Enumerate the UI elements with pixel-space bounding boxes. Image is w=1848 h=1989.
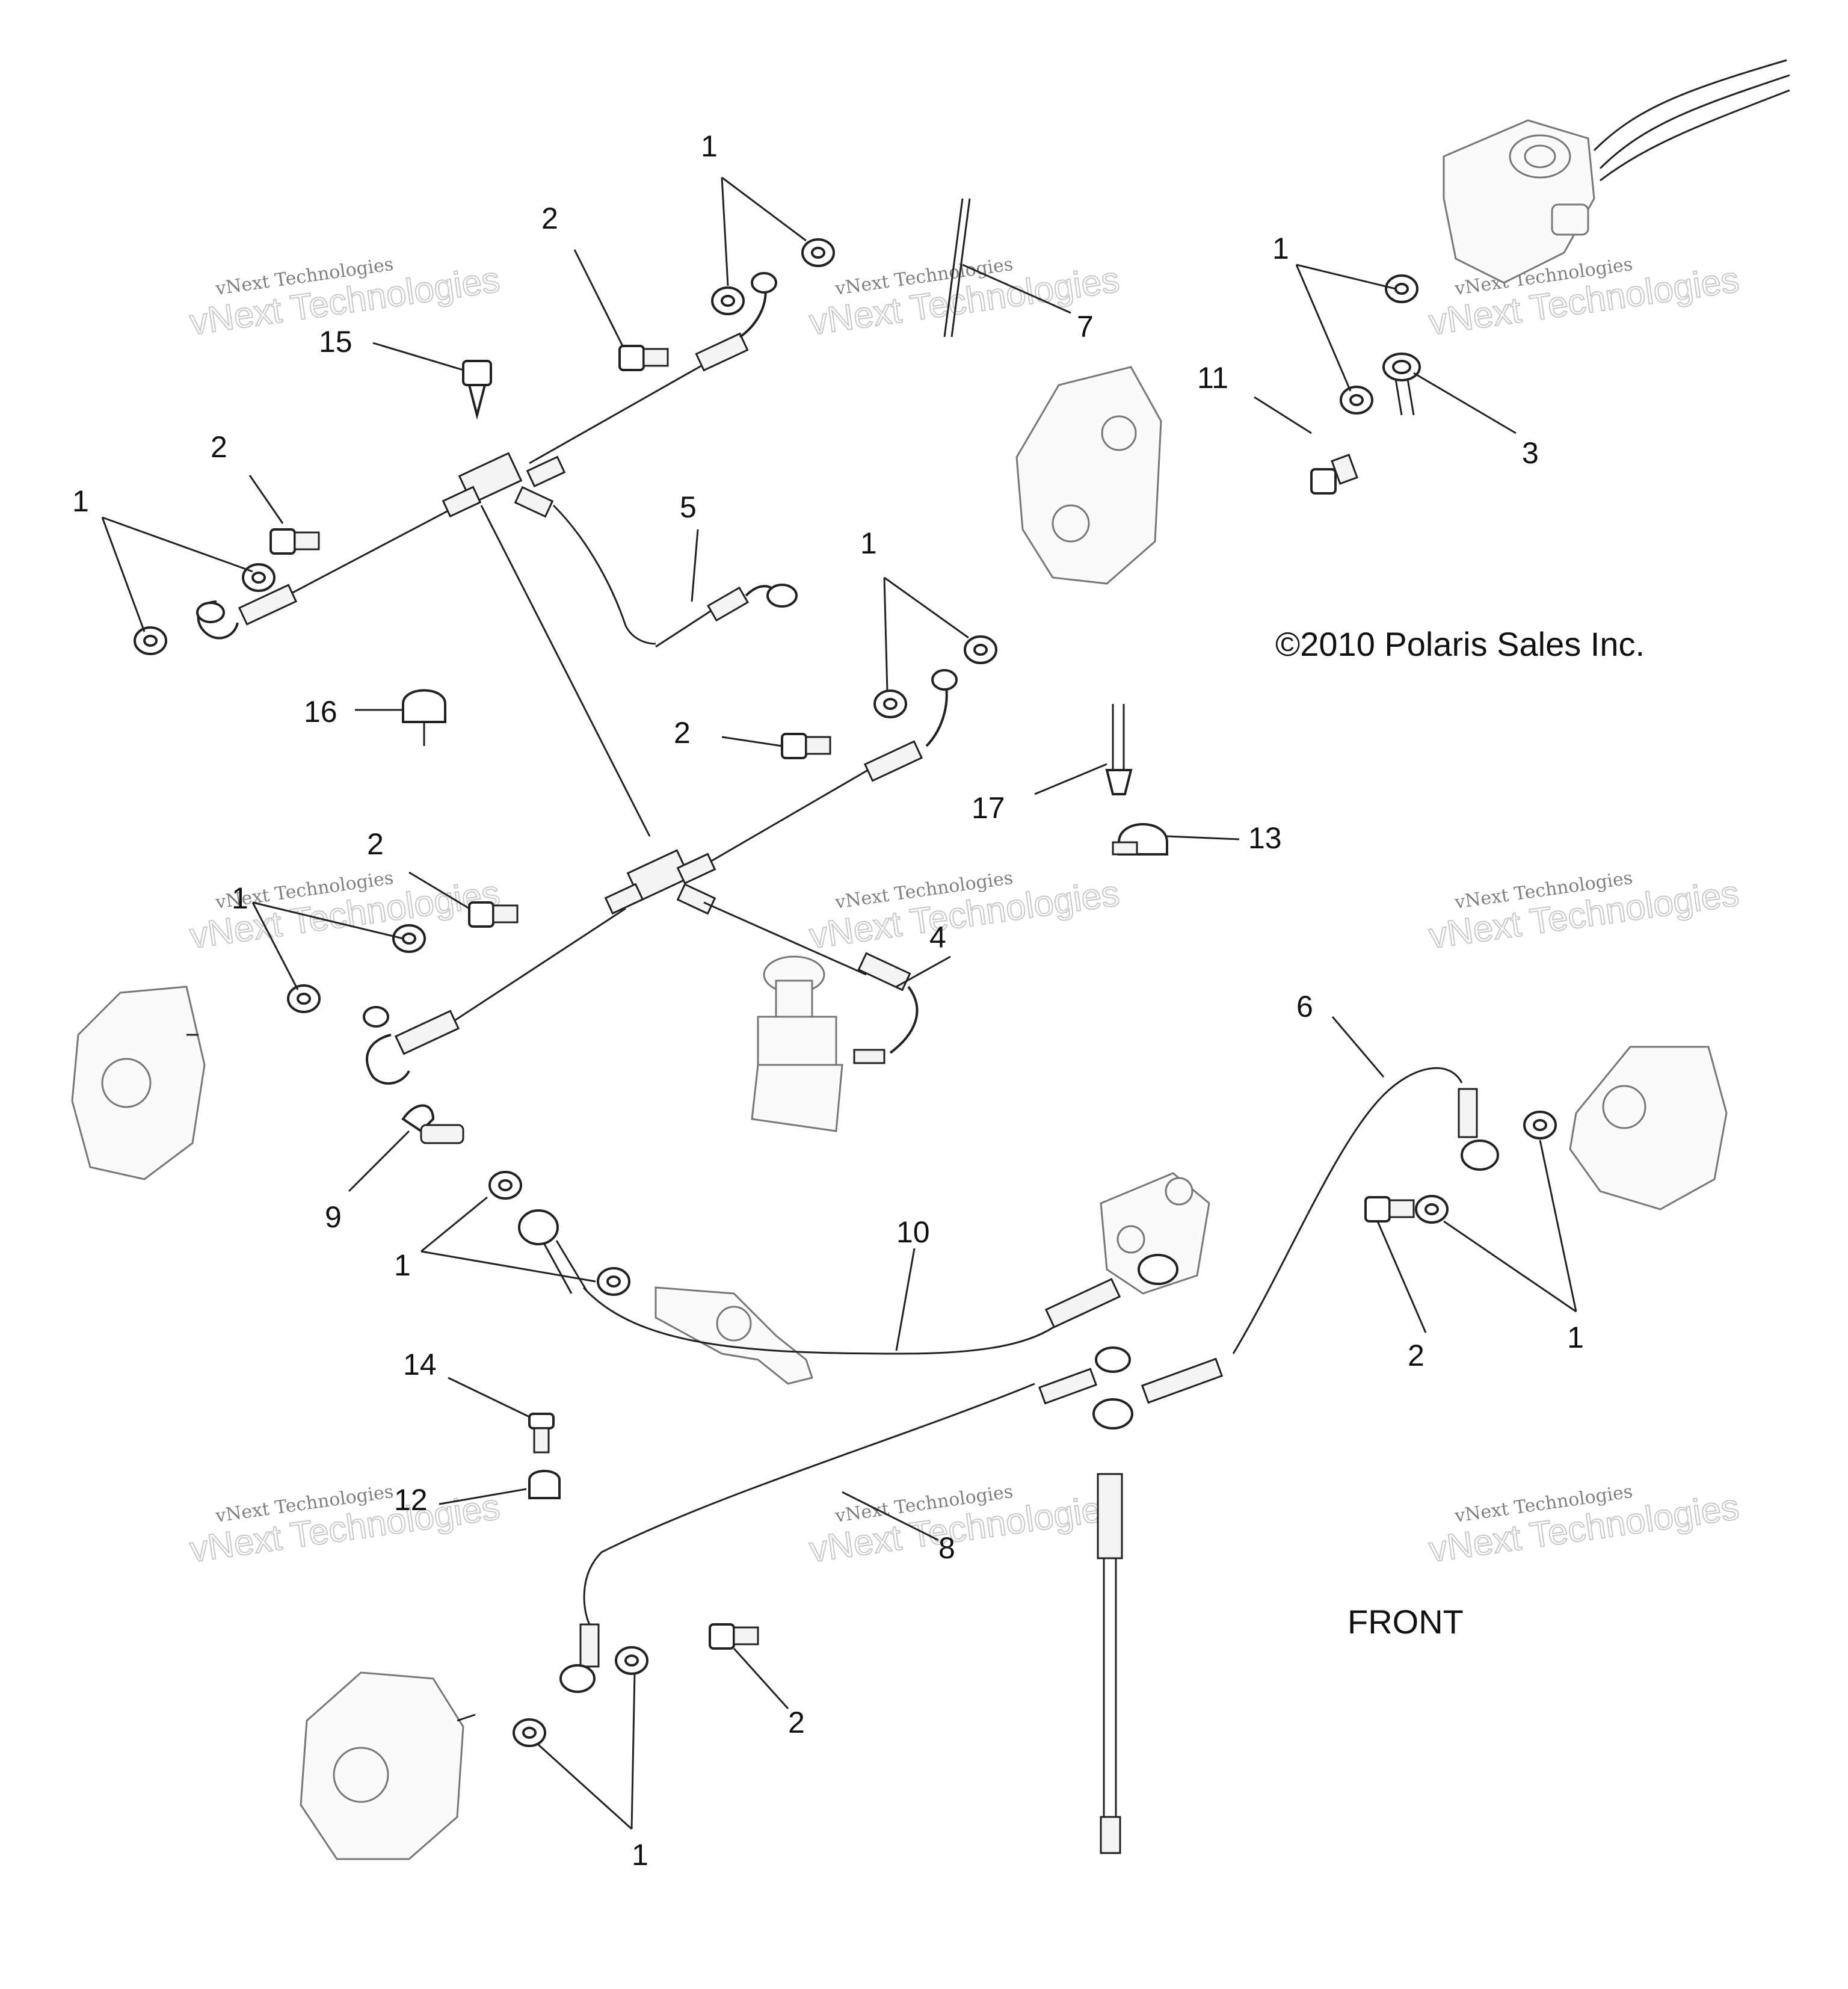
callout-9: 9 xyxy=(325,1200,342,1234)
brake-light-switch-line xyxy=(1097,1473,1123,1854)
rivet-part-14 xyxy=(528,1413,555,1454)
part-5-fitting xyxy=(655,584,798,648)
clamp-part-13 xyxy=(1112,823,1168,856)
callout-1: 1 xyxy=(1272,232,1289,265)
callout-2: 2 xyxy=(674,716,691,750)
callout-12: 12 xyxy=(394,1483,428,1517)
rear-master-cylinder-ghost xyxy=(654,1286,813,1385)
bolt xyxy=(468,901,519,928)
master-cylinder-ghost xyxy=(1443,59,1790,284)
callouts: 1 2 7 15 2 1 5 1 1 11 3 ©2010 Polaris Sa… xyxy=(72,129,1645,1872)
part-10-hose xyxy=(518,1209,1178,1355)
callout-10: 10 xyxy=(896,1215,930,1249)
caliper-ghost-right xyxy=(1569,1046,1728,1210)
bolt xyxy=(781,733,831,759)
copyright: ©2010 Polaris Sales Inc. xyxy=(1275,625,1645,663)
watermark: vNext Technologies vNext Technologies xyxy=(1426,1481,1742,1570)
bolt xyxy=(709,1623,759,1650)
caliper-ghost-top xyxy=(1015,366,1162,585)
bolt xyxy=(270,528,320,555)
callout-2: 2 xyxy=(211,430,227,464)
leader-lines xyxy=(101,176,1577,1830)
callout-14: 14 xyxy=(403,1348,437,1381)
brake-lines xyxy=(196,198,1499,1854)
callout-8: 8 xyxy=(938,1531,955,1565)
callout-1: 1 xyxy=(232,881,248,915)
callout-6: 6 xyxy=(1296,990,1313,1023)
callout-7: 7 xyxy=(1077,310,1094,344)
callout-1: 1 xyxy=(701,129,718,163)
callout-1: 1 xyxy=(1567,1321,1584,1354)
clip-part-16 xyxy=(402,689,446,746)
part-3-banjo xyxy=(1382,353,1421,416)
screw-part-15 xyxy=(462,360,492,420)
callout-3: 3 xyxy=(1522,436,1539,470)
reference-components xyxy=(71,59,1790,1860)
watermark: vNext Technologies vNext Technologies xyxy=(806,1481,1122,1570)
watermark: vNext Technologies vNext Technologies xyxy=(186,1481,502,1570)
watermark: vNext Technologies vNext Technologies xyxy=(806,868,1122,957)
callout-17: 17 xyxy=(972,791,1005,825)
callout-1: 1 xyxy=(394,1248,411,1282)
callout-16: 16 xyxy=(304,695,337,729)
part-8-hose xyxy=(559,1346,1131,1693)
hardware xyxy=(134,238,1557,1747)
bolt xyxy=(1310,454,1358,495)
callout-1: 1 xyxy=(632,1838,648,1872)
callout-4: 4 xyxy=(929,920,946,954)
lower-tee-assembly xyxy=(363,669,958,1085)
watermark: vNext Technologies vNext Technologies xyxy=(1426,868,1742,957)
callout-2: 2 xyxy=(367,827,384,861)
callout-13: 13 xyxy=(1248,821,1282,855)
clip-part-9 xyxy=(401,1104,464,1144)
bolt xyxy=(618,345,669,371)
caliper-ghost-left xyxy=(71,985,206,1180)
upper-tee-assembly xyxy=(196,272,777,837)
clip-part-12 xyxy=(528,1470,561,1499)
callout-5: 5 xyxy=(680,490,697,524)
callout-1: 1 xyxy=(72,484,89,518)
callout-2: 2 xyxy=(1408,1339,1424,1372)
brake-valve-ghost xyxy=(1100,1172,1210,1295)
callout-1: 1 xyxy=(860,526,877,560)
proportioning-valve-ghost xyxy=(751,955,843,1132)
front-label: FRONT xyxy=(1348,1603,1464,1641)
part-6-hose xyxy=(1092,1067,1499,1429)
callout-2: 2 xyxy=(788,1706,805,1739)
part-7-line xyxy=(943,198,971,338)
callout-15: 15 xyxy=(319,325,353,359)
bolt xyxy=(1364,1196,1415,1223)
caliper-ghost-bottom xyxy=(300,1671,476,1860)
callout-2: 2 xyxy=(541,202,558,235)
callout-11: 11 xyxy=(1197,361,1228,395)
push-pin-part-17 xyxy=(1105,704,1133,795)
